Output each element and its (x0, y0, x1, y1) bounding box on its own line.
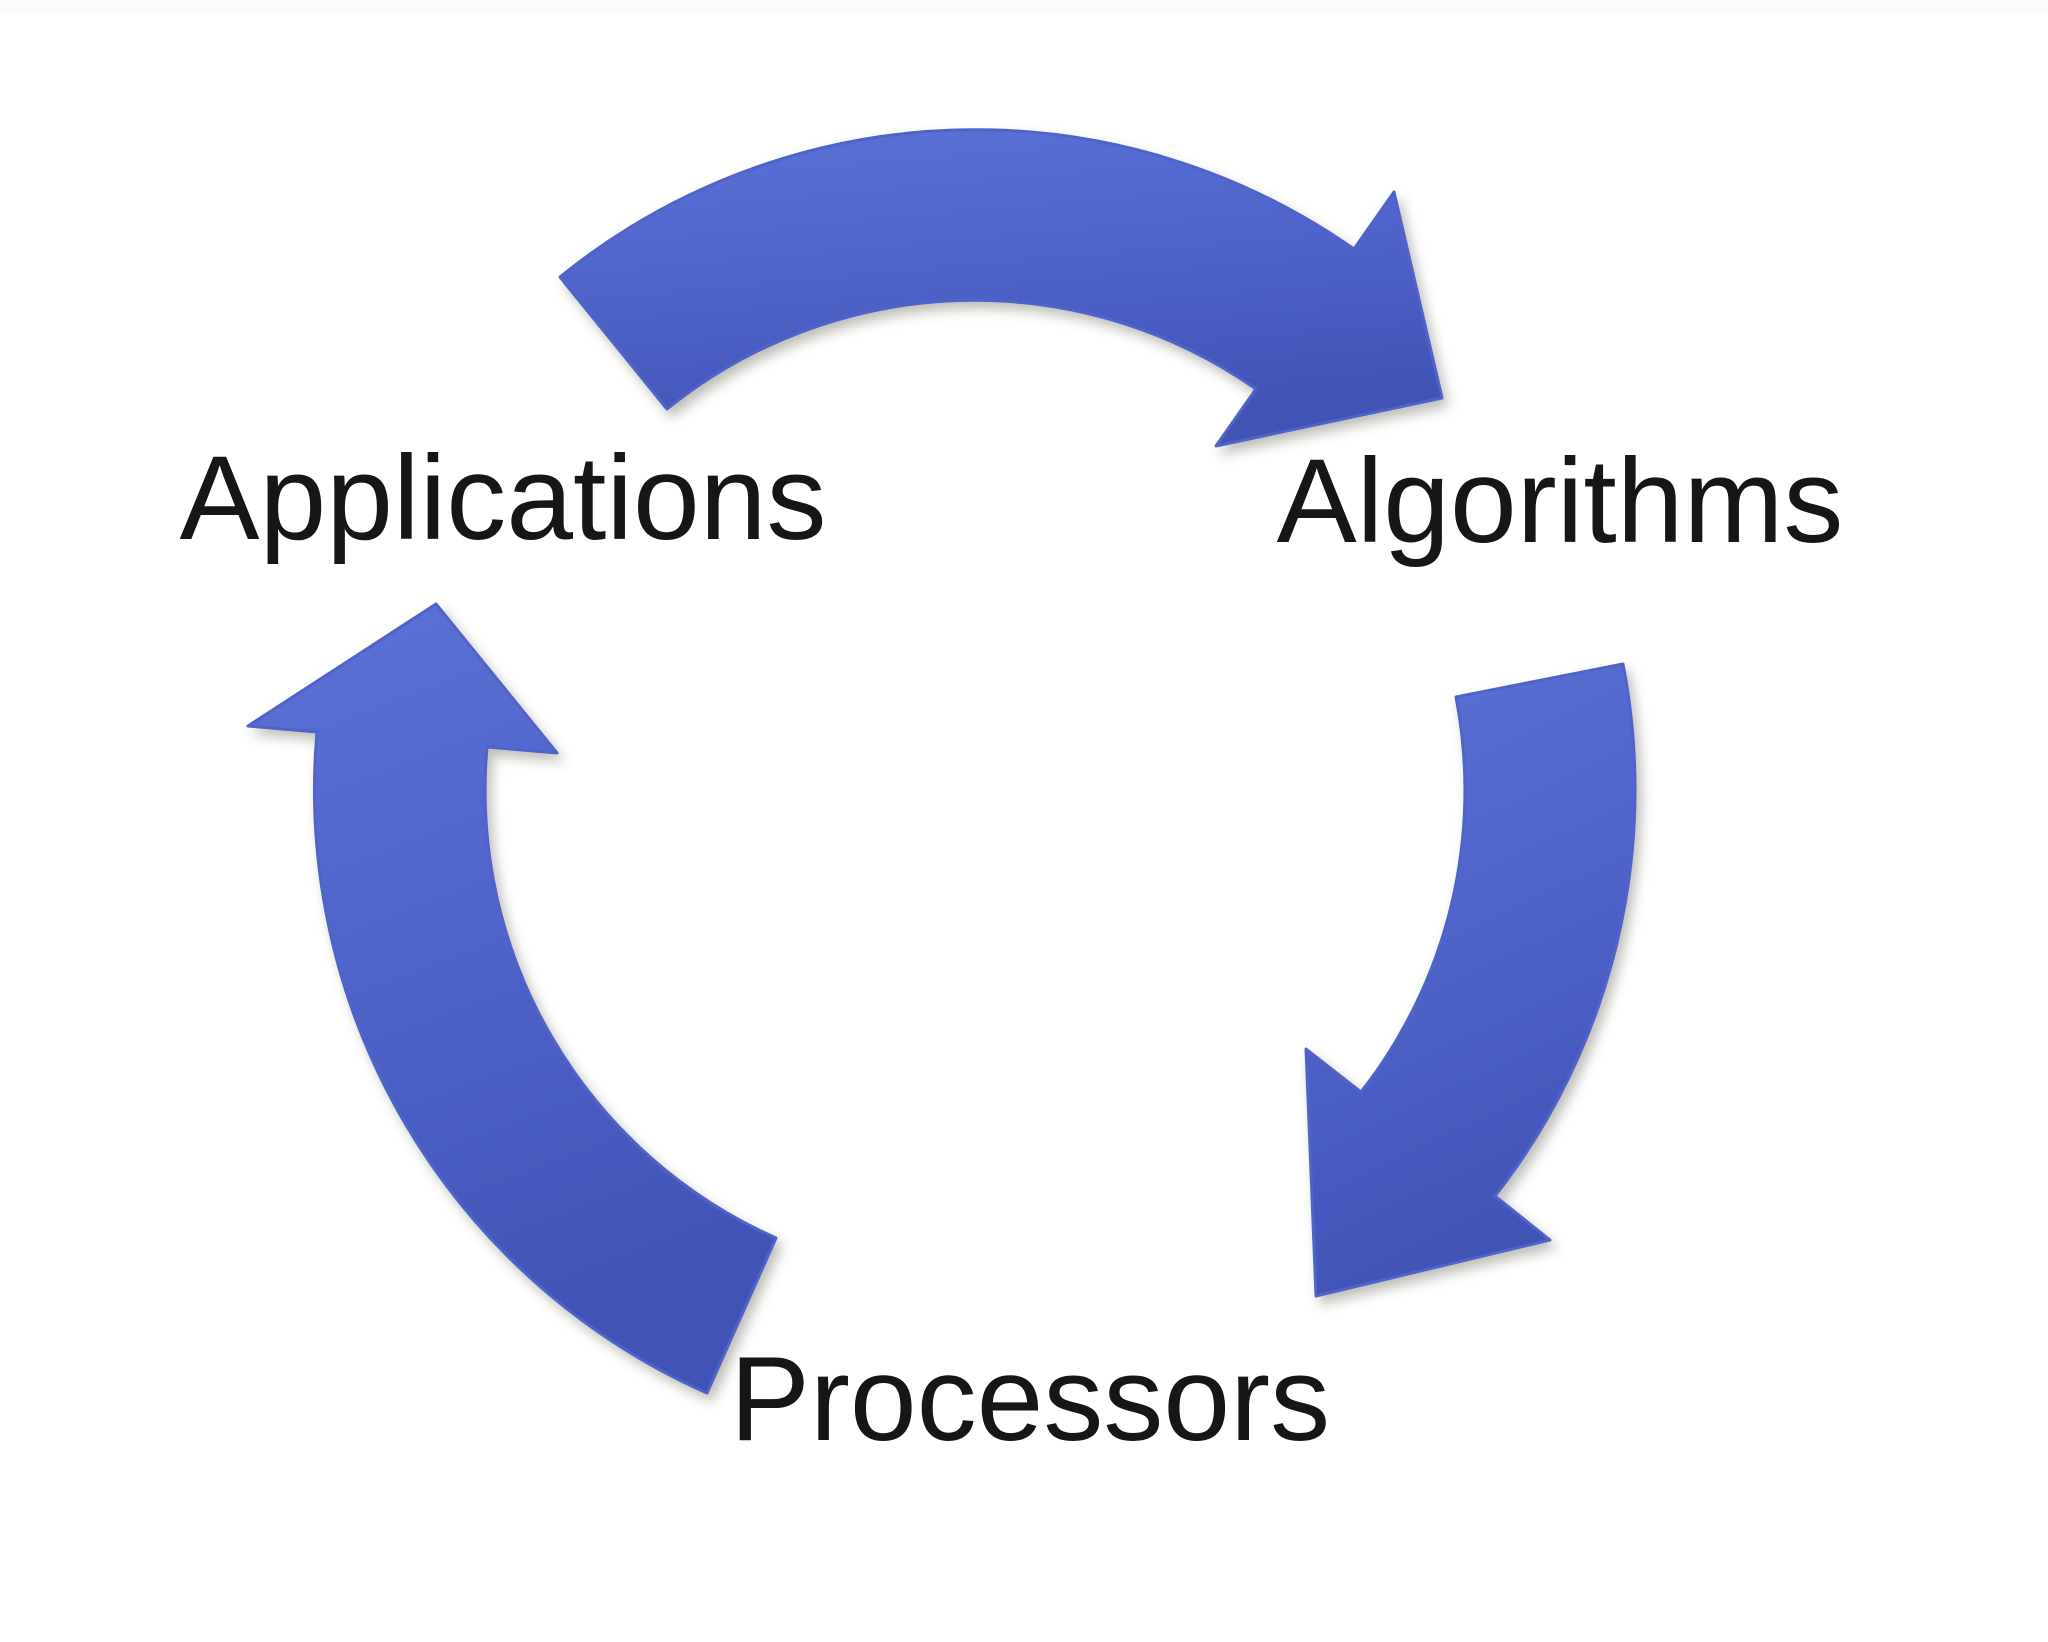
node-label-processors: Processors (729, 1332, 1331, 1466)
node-label-algorithms: Algorithms (1276, 434, 1844, 568)
top-edge-artifact (0, 0, 2048, 14)
node-label-applications: Applications (179, 431, 827, 565)
arrow-processors-to-applications (246, 602, 778, 1395)
arrow-algorithms-to-processors (1304, 662, 1637, 1298)
arrow-applications-to-algorithms (558, 128, 1444, 448)
